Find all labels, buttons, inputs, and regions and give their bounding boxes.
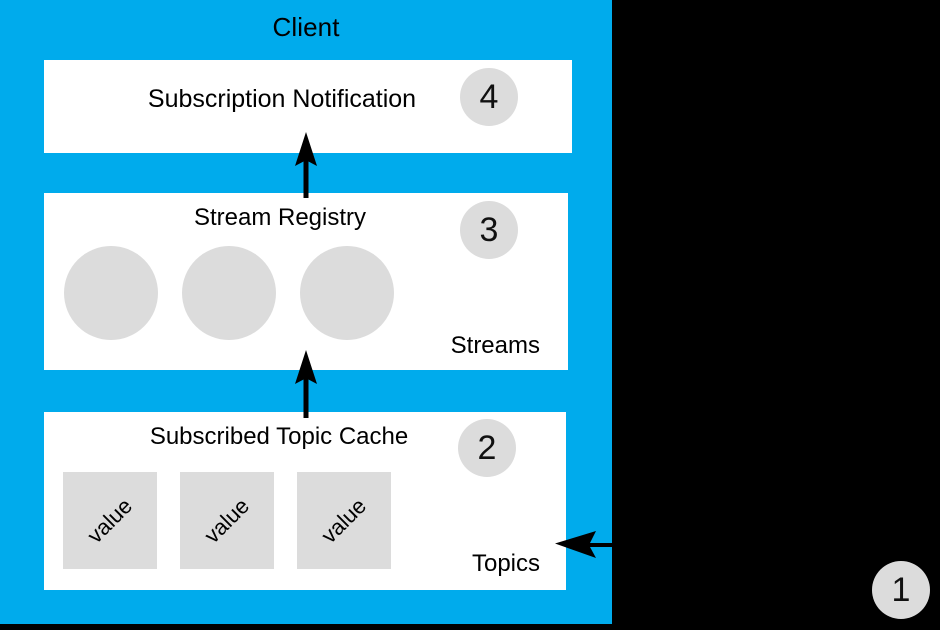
panel-stream-registry[interactable]: Stream Registry Streams — [44, 193, 568, 370]
client-region: Client Subscription Notification 4 Strea… — [0, 0, 612, 624]
arrow-inbound-topic-update-icon — [555, 531, 662, 558]
topic-value-box[interactable]: value — [297, 472, 391, 569]
step-badge-2: 2 — [458, 419, 516, 477]
topics-row: value value value — [63, 472, 391, 569]
step-badge-3: 3 — [460, 201, 518, 259]
topic-value-label: value — [82, 492, 138, 548]
panel-title-stream-registry: Stream Registry — [193, 204, 367, 231]
stream-circle[interactable] — [64, 246, 158, 340]
step-badge-4: 4 — [460, 68, 518, 126]
step-badge-1: 1 — [872, 561, 930, 619]
stream-circle[interactable] — [300, 246, 394, 340]
arrow-cache-to-registry-icon — [295, 350, 317, 418]
stream-circle[interactable] — [182, 246, 276, 340]
topic-value-label: value — [199, 492, 255, 548]
topic-value-label: value — [316, 492, 372, 548]
client-title: Client — [272, 12, 340, 42]
topic-value-box[interactable]: value — [63, 472, 157, 569]
streams-row — [64, 246, 394, 340]
topic-value-box[interactable]: value — [180, 472, 274, 569]
streams-label: Streams — [450, 332, 540, 359]
panel-title-subscription-notification: Subscription Notification — [147, 85, 417, 113]
topics-label: Topics — [471, 550, 540, 577]
panel-title-subscribed-topic-cache: Subscribed Topic Cache — [149, 423, 409, 450]
arrow-registry-to-notification-icon — [295, 132, 317, 198]
